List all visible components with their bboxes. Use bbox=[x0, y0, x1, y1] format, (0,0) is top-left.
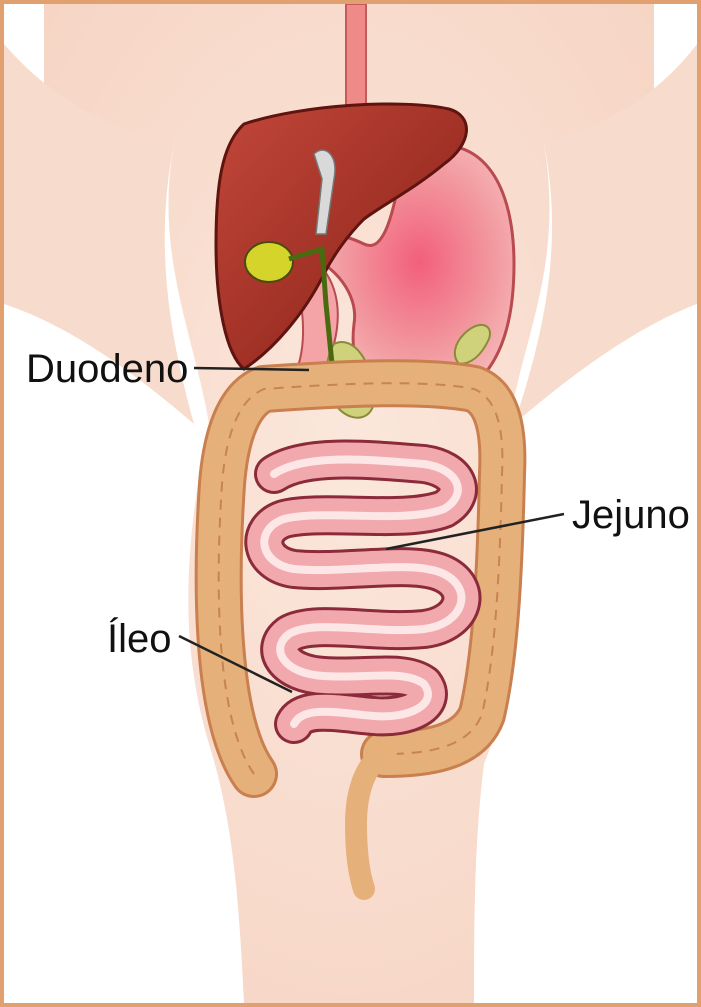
label-ileo: Íleo bbox=[107, 616, 172, 661]
digestive-system-diagram: Duodeno Jejuno Íleo bbox=[4, 4, 697, 1003]
label-jejuno: Jejuno bbox=[572, 493, 690, 537]
label-duodeno: Duodeno bbox=[26, 347, 188, 391]
